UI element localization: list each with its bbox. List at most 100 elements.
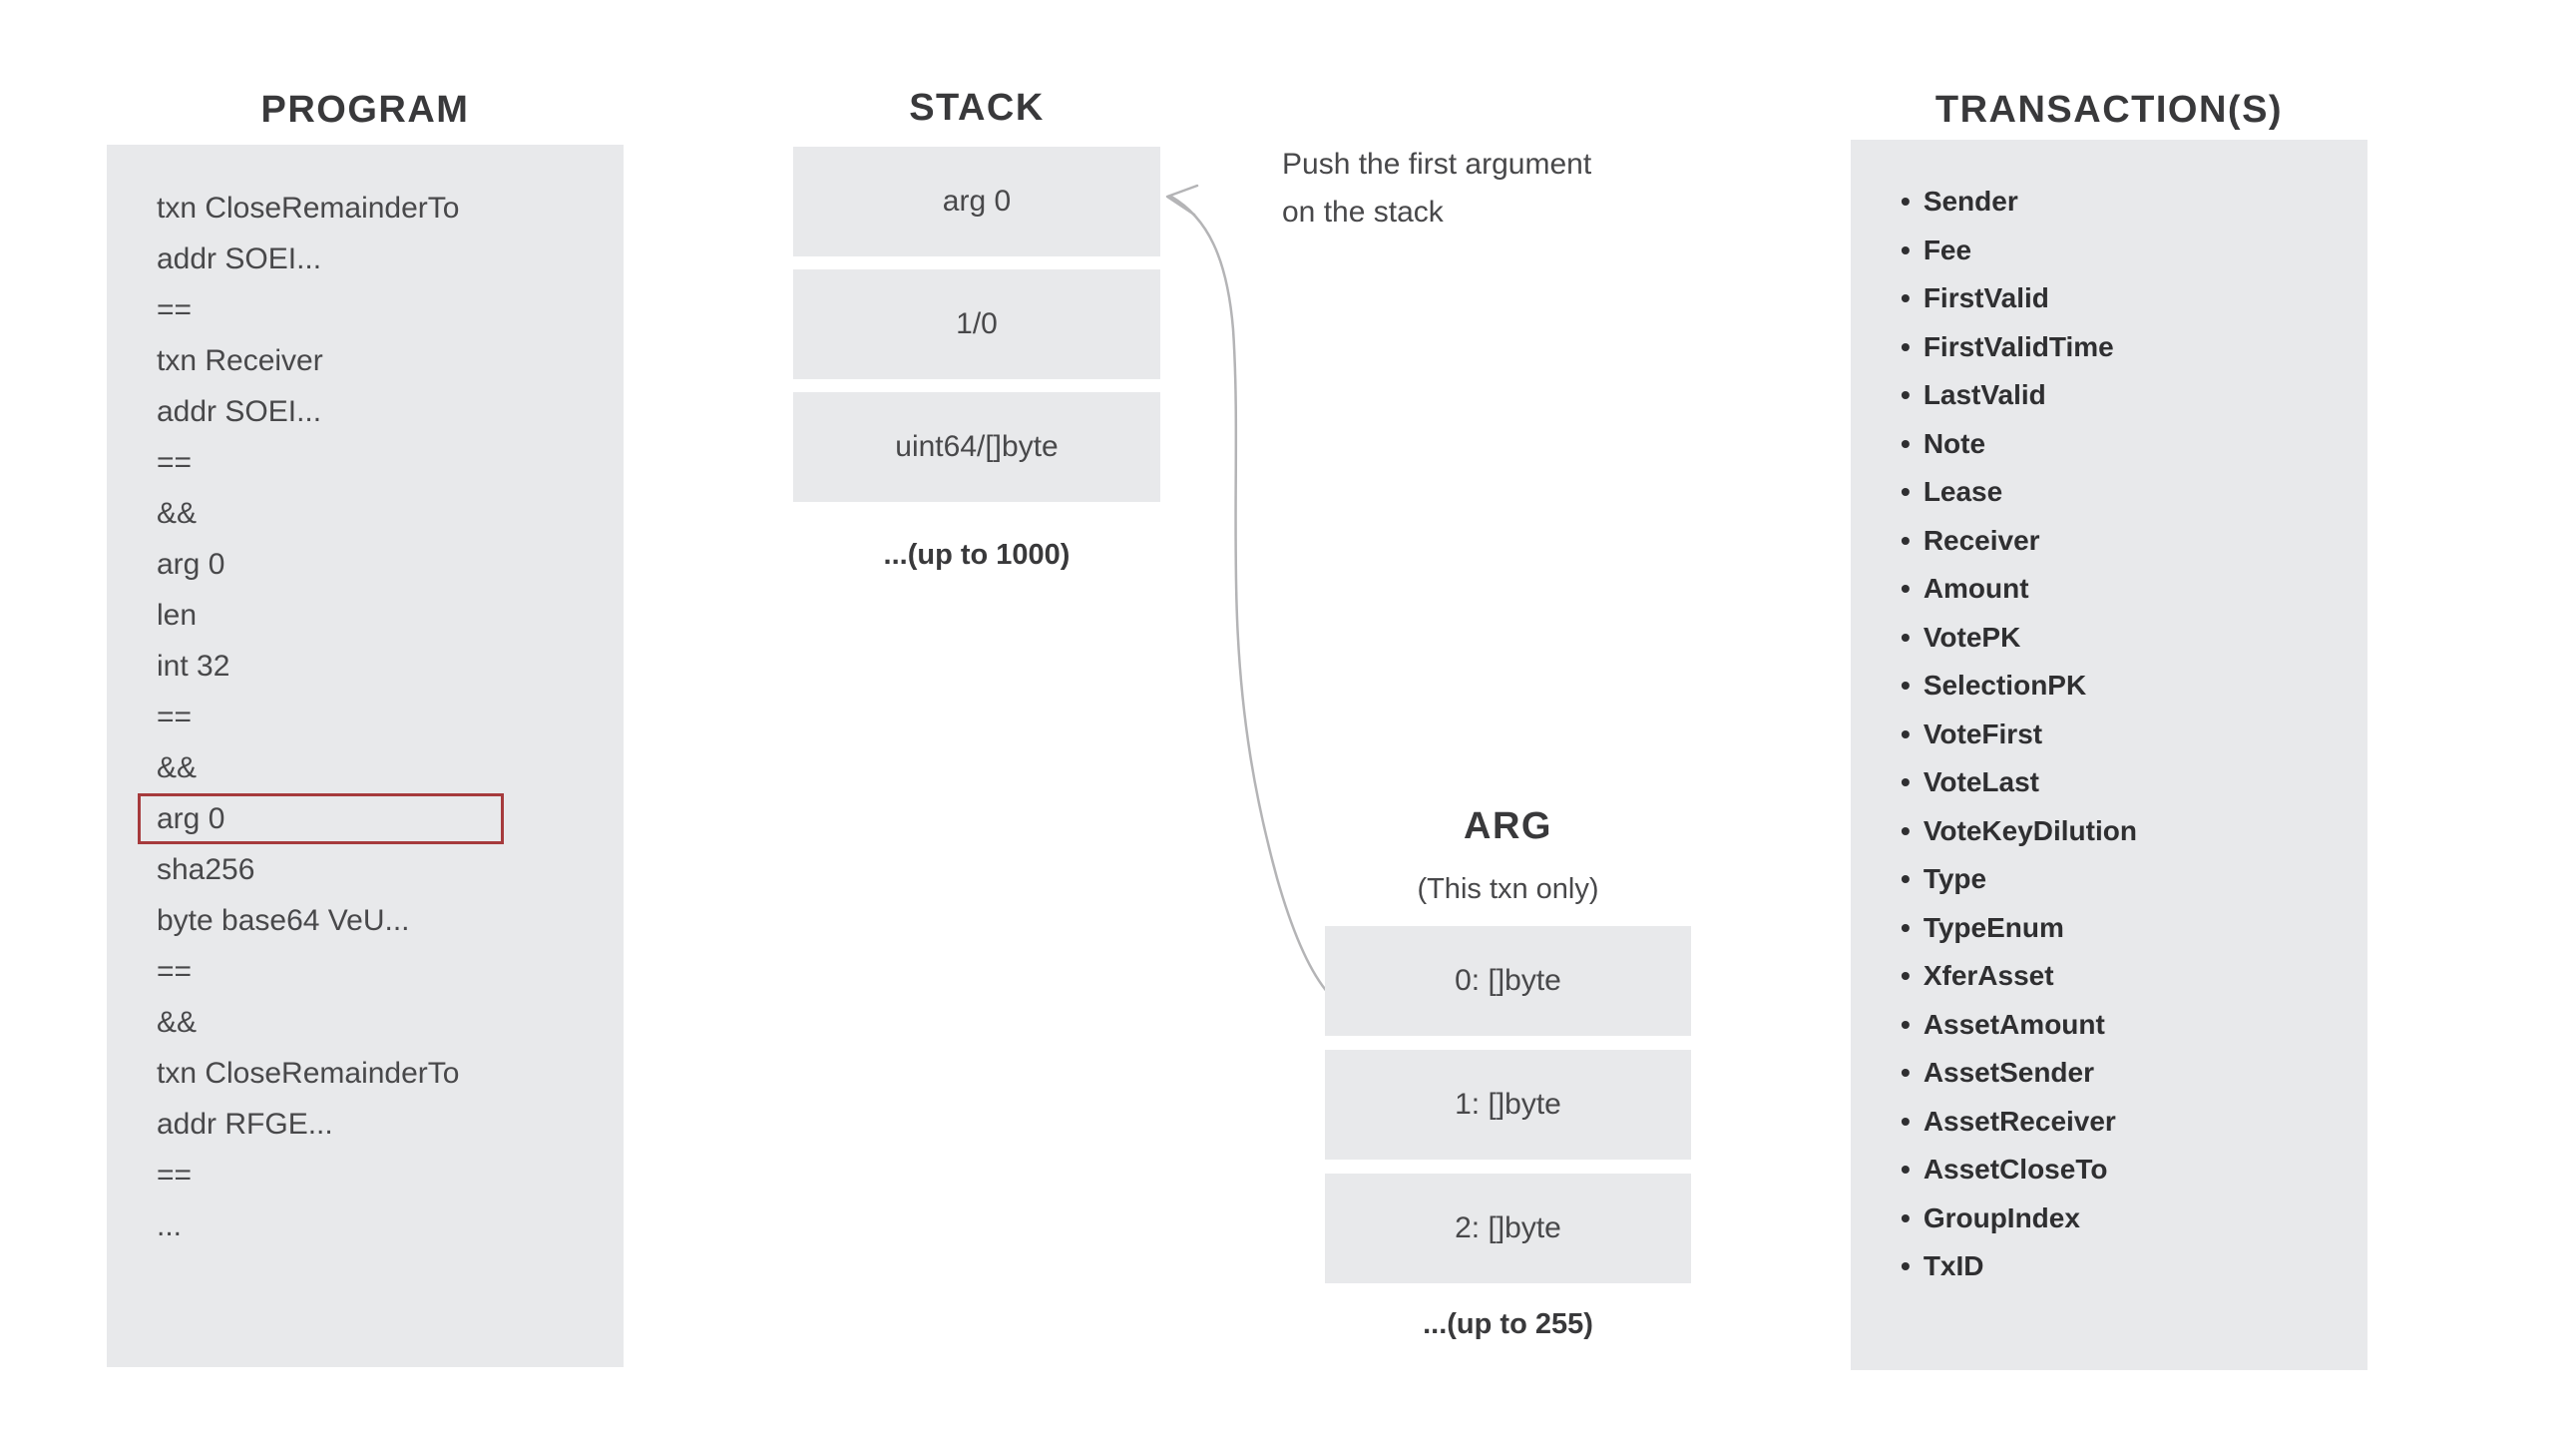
transaction-field-label: SelectionPK [1923,670,2087,702]
bullet-icon: • [1901,524,1911,556]
push-arrow-curve [1169,195,1331,996]
transaction-field: • VoteLast [1851,758,2367,807]
arg-slot: 1: []byte [1325,1050,1691,1160]
bullet-icon: • [1901,1154,1911,1186]
bullet-icon: • [1901,1008,1911,1040]
bullet-icon: • [1901,186,1911,218]
opcode-text: == [157,1158,193,1192]
program-line: == [107,946,624,997]
transaction-field-label: Type [1923,863,1987,895]
transaction-field-label: AssetReceiver [1923,1105,2116,1137]
bullet-icon: • [1901,427,1911,459]
highlight-frame [138,793,504,844]
stack-boxes: arg 0 1/0 uint64/[]byte [793,147,1160,515]
transaction-field: • GroupIndex [1851,1194,2367,1243]
transaction-field: • LastValid [1851,371,2367,420]
opcode-text: && [157,496,198,530]
transaction-field-label: VoteLast [1923,766,2039,798]
transaction-field: • TxID [1851,1242,2367,1291]
arg-slot: 2: []byte [1325,1174,1691,1283]
transactions-panel: • Sender • Fee • FirstValid • FirstValid… [1851,140,2367,1370]
stack-slot-label: 1/0 [956,307,998,340]
bullet-icon: • [1901,573,1911,605]
transaction-field: • FirstValid [1851,274,2367,323]
push-annotation: Push the first argument on the stack [1282,141,1591,237]
bullet-icon: • [1901,670,1911,702]
opcode-text: && [157,1005,198,1039]
program-line: arg 0 [107,539,624,590]
transaction-field-label: AssetCloseTo [1923,1154,2108,1186]
stack-slot: 1/0 [793,269,1160,379]
program-line: && [107,742,624,793]
opcode-text: addr SOEI... [157,241,322,275]
program-line: addr RFGE... [107,1099,624,1150]
transaction-field: • Fee [1851,227,2367,275]
program-line: == [107,1150,624,1200]
arg-slot: 0: []byte [1325,926,1691,1036]
arg-caption: ...(up to 255) [1423,1308,1593,1340]
transaction-field-label: Lease [1923,476,2003,508]
arg-boxes: 0: []byte 1: []byte 2: []byte [1325,926,1691,1297]
arrowhead-icon [1165,184,1199,217]
program-line: len [107,590,624,641]
program-line: arg 0 [107,793,624,844]
stack-slot: arg 0 [793,147,1160,256]
arg-title: ARG [1464,805,1552,847]
transaction-field-label: AssetAmount [1923,1008,2105,1040]
bullet-icon: • [1901,1250,1911,1282]
transaction-field-label: TxID [1923,1250,1984,1282]
program-line: == [107,437,624,488]
push-annotation-line2: on the stack [1282,196,1444,229]
transaction-field: • Note [1851,420,2367,469]
bullet-icon: • [1901,1201,1911,1233]
push-annotation-line1: Push the first argument [1282,148,1592,181]
transaction-field: • AssetCloseTo [1851,1146,2367,1194]
bullet-icon: • [1901,1057,1911,1089]
opcode-text: len [157,598,198,632]
opcode-text: arg 0 [157,801,225,835]
program-line: int 32 [107,641,624,692]
transaction-field: • Lease [1851,468,2367,517]
bullet-icon: • [1901,234,1911,265]
transaction-field-label: FirstValidTime [1923,330,2114,362]
arg-subtitle: (This txn only) [1417,873,1599,905]
bullet-icon: • [1901,717,1911,749]
opcode-text: && [157,750,198,784]
program-line: byte base64 VeU... [107,895,624,946]
transaction-field-label: LastValid [1923,379,2046,411]
opcode-text: byte base64 VeU... [157,903,410,937]
bullet-icon: • [1901,814,1911,846]
arg-slot-label: 0: []byte [1455,964,1561,997]
opcode-text: txn CloseRemainderTo [157,191,460,225]
bullet-icon: • [1901,766,1911,798]
bullet-icon: • [1901,863,1911,895]
stack-slot-label: arg 0 [942,185,1012,218]
transaction-field-label: VotePK [1923,621,2021,653]
transaction-field: • Type [1851,855,2367,904]
transactions-title: TRANSACTION(S) [1934,89,2284,131]
opcode-text: sha256 [157,852,255,886]
transaction-field-label: Amount [1923,573,2029,605]
program-line: sha256 [107,844,624,895]
opcode-text: txn CloseRemainderTo [157,1056,460,1090]
transaction-field: • VoteFirst [1851,711,2367,759]
transaction-field-label: TypeEnum [1923,911,2064,943]
program-line: ... [107,1200,624,1251]
opcode-text: arg 0 [157,547,225,581]
transaction-field-label: XferAsset [1923,960,2054,992]
transaction-field-label: GroupIndex [1923,1201,2080,1233]
opcode-text: addr SOEI... [157,394,322,428]
bullet-icon: • [1901,379,1911,411]
transaction-field: • AssetAmount [1851,1001,2367,1050]
transaction-field-label: Receiver [1923,524,2040,556]
program-title: PROGRAM [260,89,470,131]
bullet-icon: • [1901,282,1911,314]
transaction-field: • Sender [1851,178,2367,227]
arg-slot-label: 2: []byte [1455,1211,1561,1244]
stack-slot-label: uint64/[]byte [895,430,1059,463]
transaction-field-label: VoteFirst [1923,717,2043,749]
program-line: txn CloseRemainderTo [107,183,624,234]
program-line: && [107,488,624,539]
transaction-field-label: Note [1923,427,1986,459]
transaction-field: • Amount [1851,565,2367,614]
